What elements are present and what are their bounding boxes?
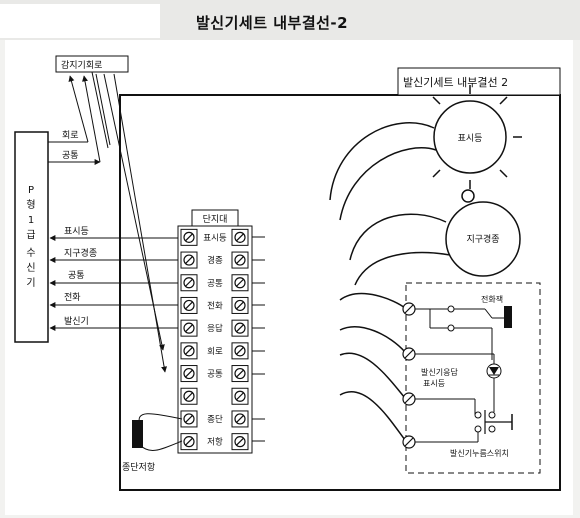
terminal-label: 공통 [207,279,223,289]
terminal-screw-slot [185,369,193,378]
end-resistor-label: 종단저항 [122,462,155,473]
receiver-label-char: 수 [26,247,35,259]
line-label-bell: 지구경종 [64,247,97,259]
line-label-common: 공통 [68,270,85,281]
terminal-row: 표시등 [180,228,249,246]
receiver-label-char: 기 [26,277,35,289]
transmitter-terminals [402,302,416,449]
terminal-row: 경종 [180,251,249,269]
tap-common-label: 공통 [62,150,79,161]
phone-jack: 전화잭 [415,294,512,332]
terminal-screw-slot [185,301,193,310]
terminal-row: 전화 [180,296,249,314]
terminal-output-leads [252,236,265,442]
receiver-lines [49,235,182,331]
terminal-screw-slot [185,324,193,333]
terminal-label: 전화 [207,300,223,311]
transmitter-box [405,282,541,474]
tap-circuit-label: 회로 [62,130,79,141]
terminal-label: 경종 [207,255,223,266]
terminal-screw-slot [185,256,193,264]
receiver-box [14,131,49,343]
receiver-label-char: P [28,185,34,196]
diagram-title-box [397,67,561,96]
line-label-indicator: 표시등 [64,226,89,237]
terminal-screw-slot [185,346,193,355]
terminal-screw-slot [236,256,244,264]
line-label-phone: 전화 [64,292,81,303]
indicator-lamp: 표시등 [432,85,522,189]
terminal-screw-slot [185,437,193,446]
terminal-label: 저항 [207,438,223,448]
terminal-screw-slot [185,392,193,401]
push-switch: 발신기누름스위치 [415,395,513,458]
terminal-screw-slot [236,324,244,333]
receiver-label: P 형 1 급 수 신 기 [26,185,35,289]
sensor-circuit-label: 감지기회로 [61,59,102,71]
terminal-row: 종단 [180,410,249,428]
terminal-block-title: 단지대 [203,214,228,225]
response-lamp-label-1: 발신기응답 [421,367,458,377]
receiver-label-char: 급 [26,229,35,241]
receiver-label-char: 신 [26,262,35,274]
response-lamp-label-2: 표시등 [423,379,445,388]
terminal-slashes [404,304,414,447]
resistor-body [132,420,143,448]
set-enclosure [119,94,561,491]
terminal-screw-slot [236,437,244,446]
end-resistor: 종단저항 [122,413,183,473]
terminal-row: 회로 [180,342,249,360]
terminal-row: 저항 [180,433,249,451]
receiver-taps: 회로 공통 [48,130,101,165]
terminal-row: 응답 [180,319,249,337]
terminal-label: 회로 [207,347,223,357]
receiver-label-char: 형 [26,199,35,211]
indicator-lamp-label: 표시등 [458,133,483,144]
terminal-row: 공통 [180,365,249,383]
push-switch-label: 발신기누름스위치 [450,448,509,458]
sensor-circuit-wires [68,71,168,373]
bell-label: 지구경종 [466,233,499,245]
line-label-transmitter: 발신기 [64,316,89,327]
terminal-screw-slot [236,233,244,242]
device-wires [329,122,451,441]
response-lamp: 발신기응답 표시등 [415,328,502,395]
phone-jack-label: 전화잭 [481,294,503,304]
terminal-label: 응답 [207,323,223,334]
terminal-screw-slot [185,415,193,423]
terminal-screw-slot [236,369,244,378]
terminal-row: 공통 [180,274,249,292]
terminal-label: 종단 [207,414,223,425]
terminal-screw-slot [236,346,244,355]
terminal-row [180,387,249,405]
page-title: 발신기세트 내부결선-2 [196,14,349,32]
terminal-screw-slot [185,233,193,242]
terminal-screw-slot [185,278,193,287]
terminal-label: 공통 [207,370,223,380]
terminal-screw-slot [236,415,244,423]
terminal-label: 표시등 [203,233,227,243]
bell: 지구경종 [445,189,521,277]
header-blank-area [0,4,160,38]
terminal-screw-slot [236,278,244,287]
receiver-label-char: 1 [28,215,34,226]
terminal-screw-slot [236,392,244,401]
terminal-screw-slot [236,301,244,310]
diagram-title: 발신기세트 내부결선 2 [403,76,508,89]
